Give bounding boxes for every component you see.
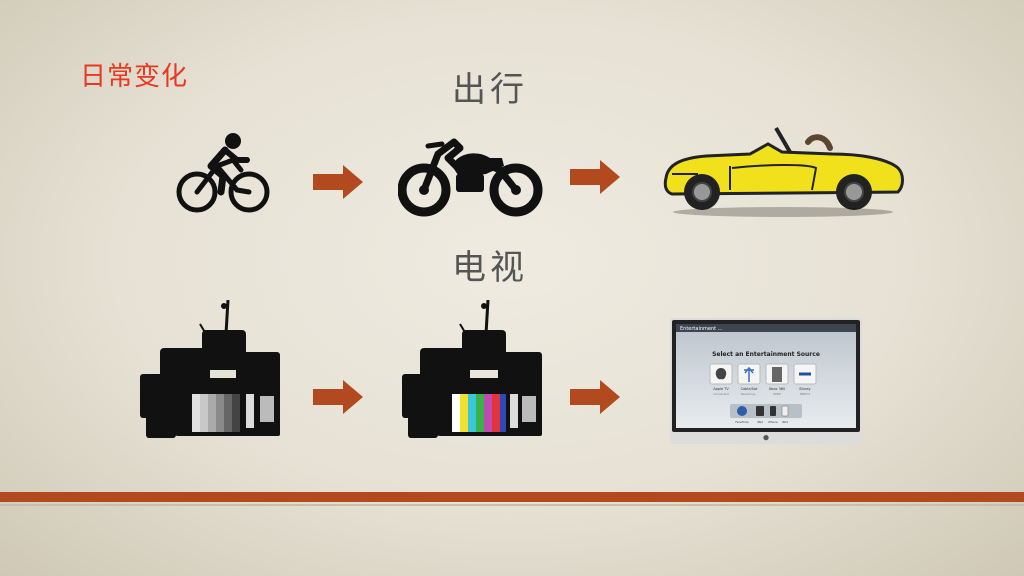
arrow-icon: [570, 380, 620, 414]
arrow-icon: [313, 165, 363, 199]
slide-title: 日常变化: [80, 62, 189, 92]
source-name: Apple TV: [713, 387, 729, 391]
convertible-car-icon: [663, 126, 904, 217]
iphone-icon: [770, 406, 776, 416]
old-tv-pile-icon: [140, 300, 280, 438]
facetime-icon: [737, 406, 747, 416]
source-name: Cable/Sat: [741, 387, 758, 391]
ipod-icon: [781, 405, 789, 417]
color-tv-pile-icon: [402, 300, 542, 438]
source-status: Searching...: [741, 392, 758, 396]
source-status: HDMI 2: [800, 392, 810, 396]
source-status: Connected: [713, 392, 728, 396]
dock-label: iPod: [782, 420, 788, 424]
dock-label: FaceTime: [735, 420, 748, 424]
bicycle-icon: [176, 133, 270, 213]
dock-label: iPhone: [768, 420, 778, 424]
bottom-accent-bar: [0, 492, 1024, 502]
motorcycle-icon: [398, 138, 543, 217]
travel-section-label: 出行: [452, 70, 528, 110]
tv-section-label: 电视: [452, 248, 528, 288]
source-name: Bluray: [799, 387, 810, 391]
smart-tv-heading: Select an Entertainment Source: [712, 351, 820, 358]
antenna-icon: [744, 366, 754, 382]
dock-label: iPad: [757, 420, 763, 424]
ipad-icon: [756, 406, 764, 416]
smart-tv-screen: Entertainment ... Select an Entertainmen…: [670, 318, 862, 444]
apple-logo-icon: [763, 435, 769, 441]
source-status: HDMI: [773, 392, 781, 396]
smart-tv-header: Entertainment ...: [680, 326, 723, 332]
arrow-icon: [570, 160, 620, 194]
apple-icon: [715, 368, 727, 380]
source-name: Xbox 360: [769, 387, 786, 391]
arrow-icon: [313, 380, 363, 414]
bottom-divider: [0, 504, 1024, 506]
console-icon: [772, 367, 782, 382]
